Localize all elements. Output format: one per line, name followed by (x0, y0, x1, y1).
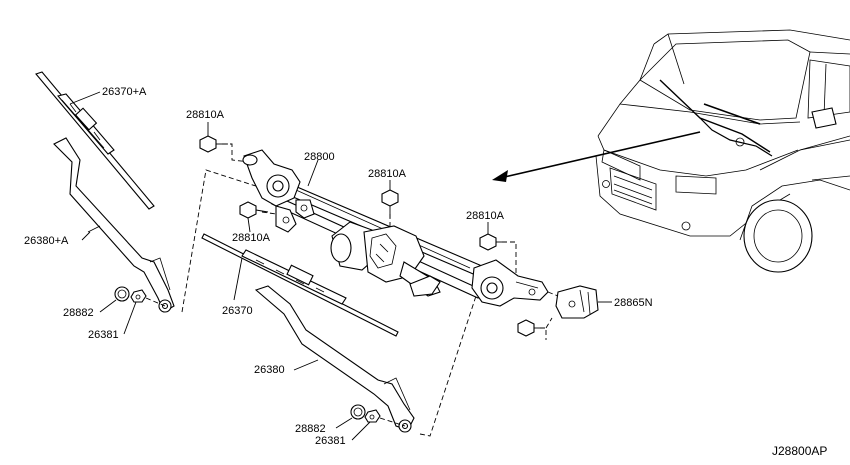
bolt-mid-right (381, 189, 399, 218)
pivot-nut-right (364, 409, 381, 423)
wiper-blade-right (201, 233, 399, 337)
bracket-bolt (517, 319, 542, 337)
label-bolt-mid-right: 28810A (368, 168, 407, 180)
label-bolt-right: 28810A (466, 210, 505, 222)
guide-dashed-left (181, 169, 263, 313)
pivot-cap-right (350, 404, 366, 420)
location-arrow (492, 131, 701, 182)
label-nut-right: 26381 (315, 435, 346, 447)
bolt-mid-left (239, 201, 269, 219)
label-cap-right: 28882 (295, 423, 326, 435)
label-blade-left: 26370+A (102, 86, 147, 98)
diagram-code: J28800AP (772, 444, 827, 458)
wiper-linkage (242, 149, 549, 307)
leader-blade-left (69, 91, 101, 105)
label-linkage: 28800 (304, 151, 335, 163)
label-cap-left: 28882 (63, 307, 94, 319)
label-blade-right: 26370 (222, 305, 253, 317)
label-bolt-top: 28810A (186, 109, 225, 121)
label-arm-right: 26380 (254, 364, 285, 376)
pivot-cap-left (114, 286, 130, 302)
label-bolt-mid-left: 28810A (232, 232, 271, 244)
mounting-bracket (555, 285, 599, 319)
guide-dashed-right (419, 295, 477, 437)
label-bracket: 28865N (614, 297, 653, 309)
wiper-arm-right (254, 285, 415, 433)
label-nut-left: 26381 (88, 329, 119, 341)
vehicle-illustration (595, 29, 850, 273)
pivot-nut-left (130, 289, 147, 303)
wiper-blade-left (35, 71, 155, 210)
label-arm-left: 26380+A (24, 235, 69, 247)
leader-arm-left (87, 225, 101, 233)
